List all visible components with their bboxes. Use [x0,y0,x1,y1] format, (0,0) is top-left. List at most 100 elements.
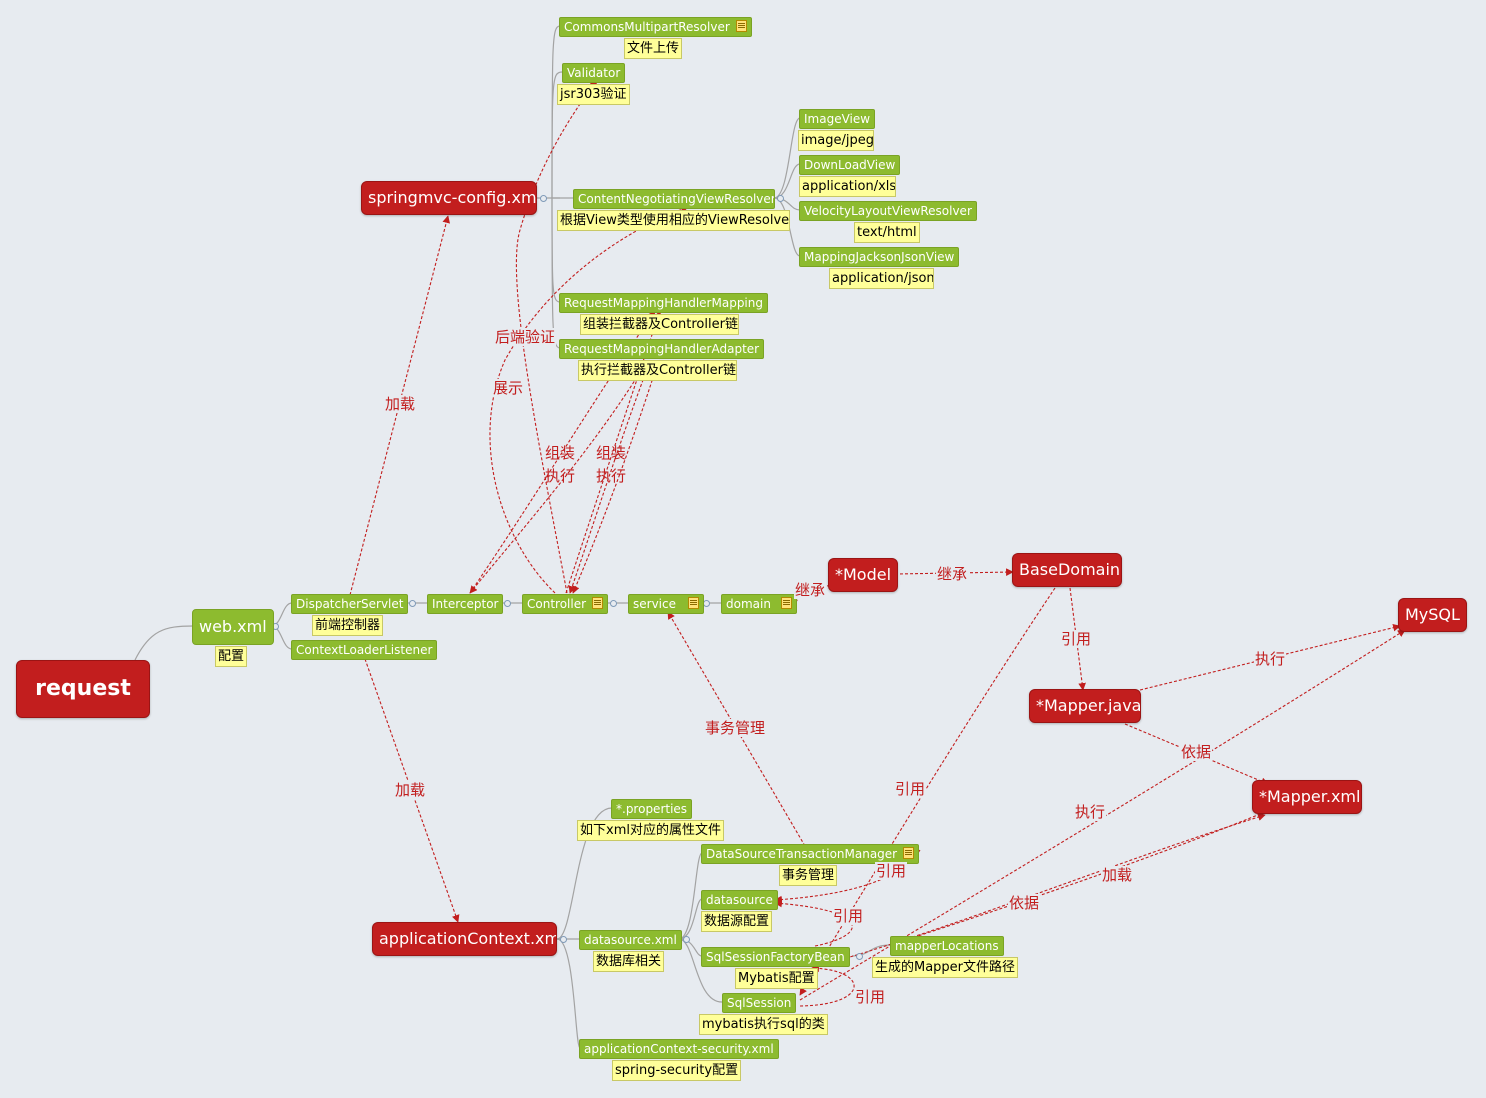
branch-springmvc-multipart [551,25,561,199]
collapse-icon[interactable] [703,600,710,607]
branch-springmvc-rma [551,197,561,349]
label-based-on: 依据 [1180,743,1213,761]
branch-dsxml-ds [678,898,703,940]
label-inherit-domain: 继承 [794,581,827,599]
label-ref-tx-ds: 引用 [875,862,908,880]
rel-based-on-locations [811,813,1266,969]
node-domain[interactable]: domain [721,594,797,614]
label-load-mapper-xml: 加载 [1101,866,1134,884]
node-multipart-resolver[interactable]: CommonsMultipartResolver [559,17,752,37]
node-tx-manager-label: DataSourceTransactionManager [706,847,898,861]
label-execute-mapper-mysql: 执行 [1254,650,1287,668]
label-inherit-model: 继承 [936,565,969,583]
label-load-appctx: 加载 [394,781,427,799]
rel-load-appctx [364,658,460,923]
label-load-springmvc: 加载 [384,395,417,413]
node-springmvc-config[interactable]: springmvc-config.xml [361,181,537,215]
node-datasource[interactable]: datasource [701,890,778,910]
node-sqlsession[interactable]: SqlSession [722,993,797,1013]
collapse-icon[interactable] [683,936,690,943]
node-jackson-view[interactable]: MappingJacksonJsonView [799,247,960,267]
note-icon[interactable] [592,597,604,609]
label-execute-2: 执行 [596,467,627,485]
note-ac-security: spring-security配置 [612,1060,742,1081]
node-application-context[interactable]: applicationContext.xml [372,922,557,956]
collapse-icon[interactable] [504,600,511,607]
label-assemble-2: 组装 [596,444,627,462]
label-ref-base-mapper: 引用 [1060,630,1093,648]
collapse-icon[interactable] [409,600,416,607]
note-web-xml: 配置 [215,646,248,667]
rel-rma-controller [568,355,653,594]
note-datasource: 数据源配置 [701,911,773,932]
note-icon[interactable] [903,847,915,859]
node-velocity-resolver[interactable]: VelocityLayoutViewResolver [799,201,977,221]
rel-display [489,205,689,594]
node-content-negotiating[interactable]: ContentNegotiatingViewResolver [573,189,775,209]
node-dispatcher-servlet[interactable]: DispatcherServlet [291,594,409,614]
collapse-icon[interactable] [856,953,863,960]
node-multipart-resolver-label: CommonsMultipartResolver [564,20,730,34]
note-sqlsession-factory: Mybatis配置 [735,968,818,989]
node-download-view[interactable]: DownLoadView [799,155,901,175]
branch-appctx-properties [556,807,613,940]
label-based-on-locations: 依据 [1008,894,1041,912]
label-execute-sqlsession-mysql: 执行 [1074,803,1107,821]
rel-rma-interceptor [469,355,651,594]
node-mysql[interactable]: MySQL [1398,598,1467,632]
note-datasource-xml: 数据库相关 [593,951,665,972]
note-content-negotiating: 根据View类型使用相应的ViewResolver [557,210,790,231]
node-domain-label: domain [726,597,771,611]
collapse-icon[interactable] [777,195,784,202]
node-controller[interactable]: Controller [522,594,609,614]
node-validator[interactable]: Validator [562,63,626,83]
note-rm-handler-adapter: 执行拦截器及Controller链 [578,360,737,381]
note-icon[interactable] [687,597,699,609]
node-model[interactable]: *Model [828,558,899,592]
node-mapper-xml[interactable]: *Mapper.xml [1252,780,1362,814]
note-mapper-locations: 生成的Mapper文件路径 [872,957,1019,978]
node-sqlsession-factory[interactable]: SqlSessionFactoryBean [701,947,850,967]
label-tx-manage: 事务管理 [704,719,767,737]
label-backend-validate: 后端验证 [494,328,557,346]
node-request[interactable]: request [16,660,150,718]
node-properties[interactable]: *.properties [611,799,693,819]
note-image-view: image/jpeg [798,130,874,151]
note-multipart-resolver: 文件上传 [624,38,683,59]
node-web-xml[interactable]: web.xml [192,609,274,645]
rel-rma-controller-2 [572,355,661,594]
collapse-icon[interactable] [560,936,567,943]
rel-load-mapper-xml [889,811,1266,946]
branch-springmvc-validator [551,71,563,199]
node-ac-security[interactable]: applicationContext-security.xml [579,1039,779,1059]
note-dispatcher-servlet: 前端控制器 [312,615,384,636]
collapse-icon[interactable] [610,600,617,607]
node-image-view[interactable]: ImageView [799,109,876,129]
node-rm-handler-adapter[interactable]: RequestMappingHandlerAdapter [559,339,765,359]
note-icon[interactable] [780,597,792,609]
node-tx-manager[interactable]: DataSourceTransactionManager [701,844,920,864]
node-service-label: service [633,597,676,611]
node-mapper-locations[interactable]: mapperLocations [890,936,1004,956]
collapse-icon[interactable] [540,195,547,202]
rel-ref-sqlsession-factory [799,964,855,1007]
note-icon[interactable] [735,20,747,32]
node-base-domain[interactable]: BaseDomain [1012,553,1122,587]
node-rm-handler-mapping[interactable]: RequestMappingHandlerMapping [559,293,768,313]
label-display: 展示 [492,379,525,397]
rel-ref-base-sqlsession [799,587,1056,996]
node-service[interactable]: service [628,594,704,614]
node-controller-label: Controller [527,597,587,611]
node-datasource-xml[interactable]: datasource.xml [579,930,682,950]
node-context-loader-listener[interactable]: ContextLoaderListener [291,640,438,660]
note-velocity-resolver: text/html [854,222,920,243]
label-assemble-1: 组装 [545,444,576,462]
node-mapper-java[interactable]: *Mapper.java [1029,689,1141,723]
branch-request-webxml [134,625,194,661]
branch-dsxml-tx [678,852,703,940]
note-rm-handler-mapping: 组装拦截器及Controller链 [580,314,739,335]
note-tx-manager: 事务管理 [779,865,838,886]
note-jackson-view: application/json [829,268,934,289]
node-interceptor[interactable]: Interceptor [427,594,504,614]
